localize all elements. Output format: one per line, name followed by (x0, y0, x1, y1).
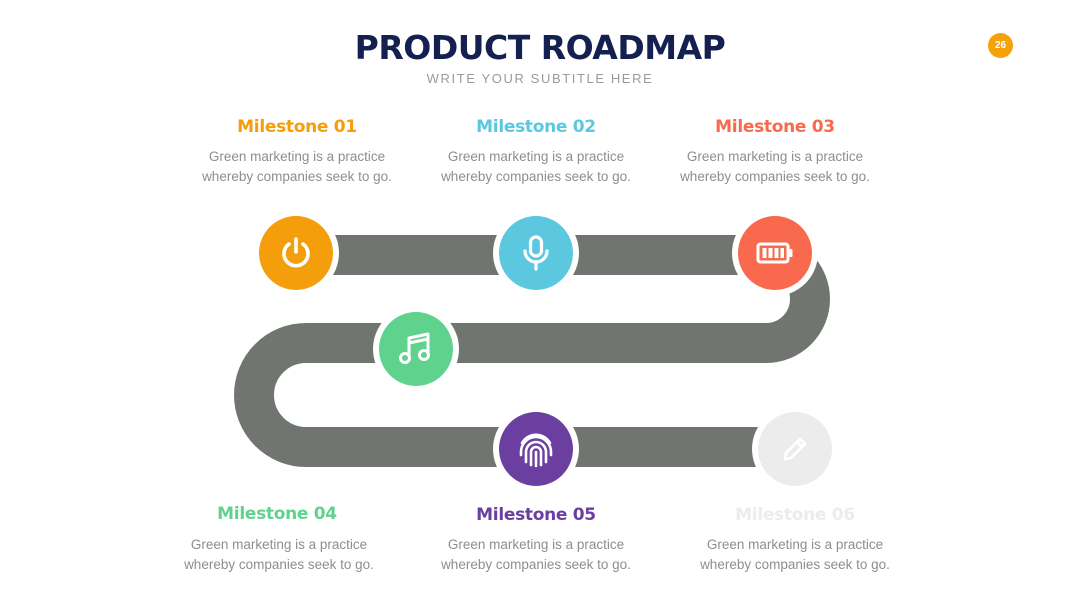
milestone-02-description-line2: whereby companies seek to go. (441, 169, 631, 184)
milestone-03-title: Milestone 03 (715, 117, 835, 137)
page-subtitle: WRITE YOUR SUBTITLE HERE (426, 71, 654, 86)
milestone-02-title: Milestone 02 (476, 117, 596, 137)
milestone-06-node[interactable] (758, 412, 832, 486)
battery-icon (756, 242, 793, 264)
page-title: PRODUCT ROADMAP (354, 28, 726, 67)
milestone-04-node[interactable] (379, 312, 453, 386)
power-icon (282, 237, 310, 268)
milestone-03-node[interactable] (738, 216, 812, 290)
milestone-03-description-line1: Green marketing is a practice (686, 149, 864, 164)
milestone-05-title: Milestone 05 (476, 505, 596, 525)
page-number-badge: 26 (988, 33, 1013, 58)
milestone-02-description-line1: Green marketing is a practice (447, 149, 625, 164)
milestone-05-description-line1: Green marketing is a practice (447, 537, 625, 552)
music-note-icon (399, 332, 430, 364)
milestone-05-description-line2: whereby companies seek to go. (441, 557, 631, 572)
milestone-01-title: Milestone 01 (237, 117, 357, 137)
milestone-03-description: Green marketing is a practice whereby co… (655, 147, 895, 187)
milestone-02-description: Green marketing is a practice whereby co… (416, 147, 656, 187)
milestone-06-description-line1: Green marketing is a practice (706, 537, 884, 552)
milestone-06-description: Green marketing is a practice whereby co… (675, 535, 915, 575)
microphone-icon (523, 235, 549, 271)
milestone-04-description-line2: whereby companies seek to go. (184, 557, 374, 572)
milestone-01-description-line2: whereby companies seek to go. (202, 169, 392, 184)
milestone-04-title: Milestone 04 (217, 504, 337, 524)
milestone-01-node[interactable] (259, 216, 333, 290)
pencil-icon (783, 437, 807, 461)
milestone-04-description-line1: Green marketing is a practice (190, 537, 368, 552)
milestone-03-description-line2: whereby companies seek to go. (680, 169, 870, 184)
milestone-02-node[interactable] (499, 216, 573, 290)
milestone-05-node[interactable] (499, 412, 573, 486)
milestone-05-description: Green marketing is a practice whereby co… (416, 535, 656, 575)
fingerprint-icon (519, 433, 553, 468)
milestone-01-description: Green marketing is a practice whereby co… (177, 147, 417, 187)
milestone-06-title: Milestone 06 (735, 505, 855, 525)
milestone-06-description-line2: whereby companies seek to go. (700, 557, 890, 572)
milestone-04-description: Green marketing is a practice whereby co… (159, 535, 399, 575)
milestone-01-description-line1: Green marketing is a practice (208, 149, 386, 164)
